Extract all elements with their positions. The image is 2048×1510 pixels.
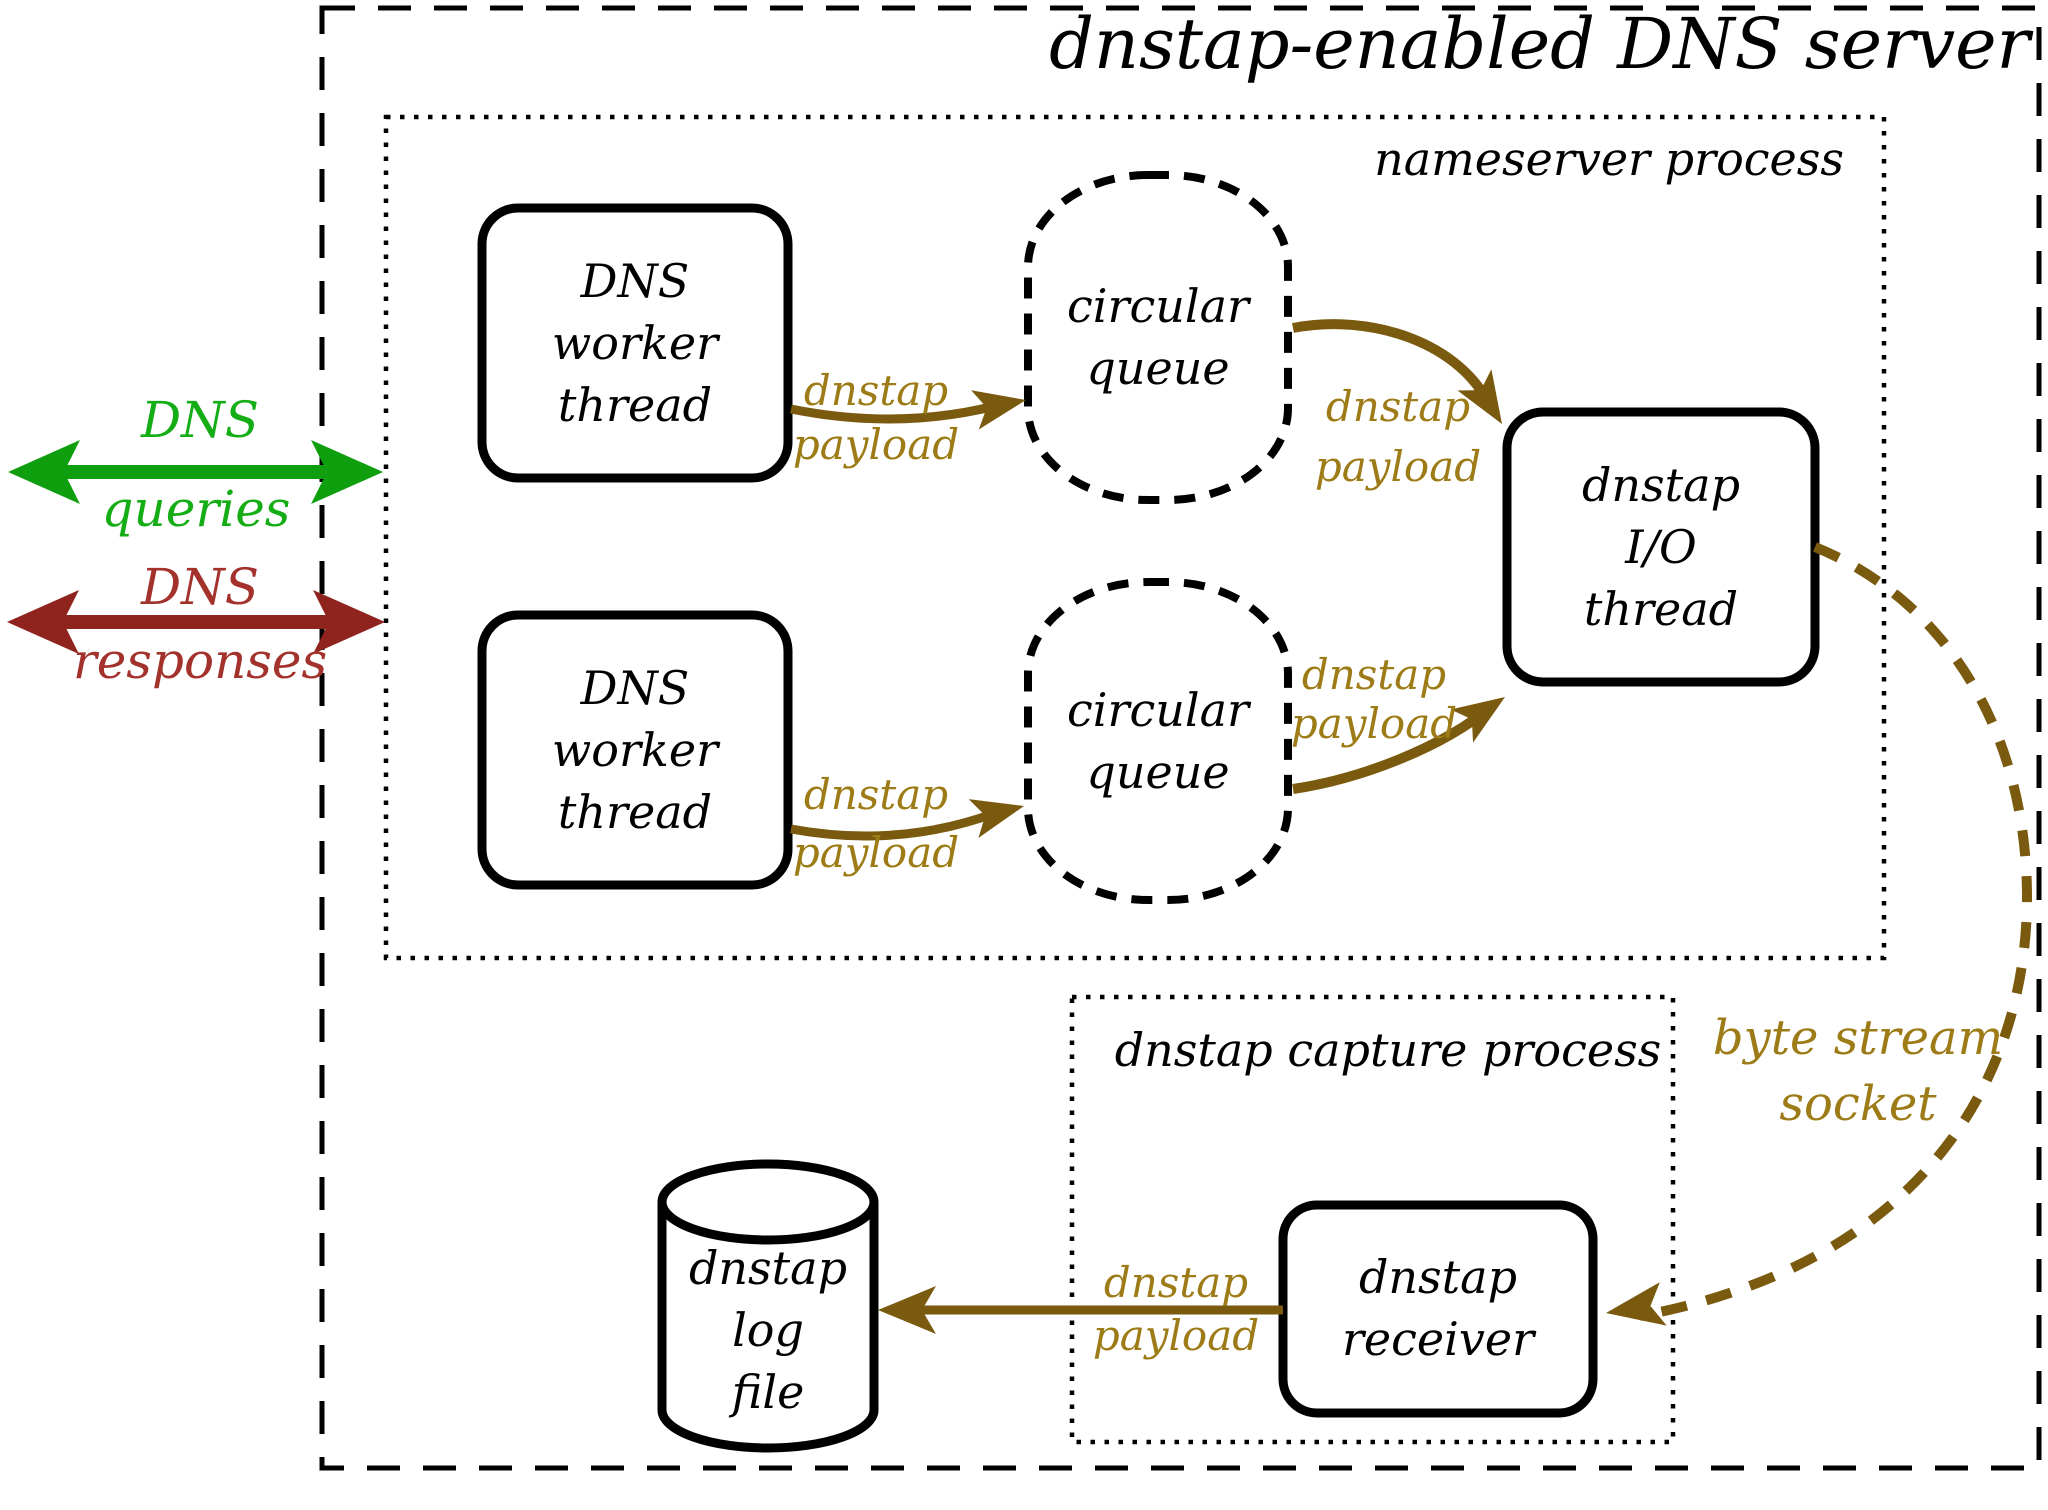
receiver-line1: dnstap <box>1358 1250 1518 1304</box>
payload-label-receiver-logfile: dnstap payload <box>1093 1256 1259 1362</box>
payload-arrows <box>790 319 1497 1315</box>
queue2-line1: circular <box>1067 683 1249 737</box>
receiver-label: dnstap receiver <box>1342 1246 1534 1370</box>
circular-queue-1-shape <box>1024 171 1292 504</box>
payload5-line1: dnstap <box>1103 1258 1249 1307</box>
payload3-line2: payload <box>792 828 960 877</box>
payload1-line1: dnstap <box>803 366 949 415</box>
arrow-queue1-io <box>1292 319 1497 413</box>
payload-label-worker1-queue1: dnstap payload <box>793 364 959 472</box>
payload5-line2: payload <box>1092 1311 1260 1360</box>
dns-responses-right-head <box>313 590 385 654</box>
nameserver-process-label: nameserver process <box>1374 132 1844 186</box>
worker1-line2: worker <box>551 316 719 370</box>
arrowhead-worker2-queue2 <box>968 799 1024 838</box>
diagram-title: dnstap-enabled DNS server <box>1049 3 2030 85</box>
payload-arrowheads <box>878 369 1505 1334</box>
arrowhead-byte-stream <box>1606 1282 1667 1326</box>
payload2-line1: dnstap <box>1325 382 1471 431</box>
payload4-line1: dnstap <box>1301 650 1447 699</box>
payload-label-queue1-io: dnstap payload <box>1315 377 1481 497</box>
byte-stream-socket-curve <box>1639 542 2033 1321</box>
log-file-cylinder-top <box>657 1159 879 1245</box>
io-line3: thread <box>1583 582 1739 636</box>
worker-thread-2-label: DNS worker thread <box>552 657 718 843</box>
dns-responses-left-head <box>7 590 79 654</box>
worker-thread-1-label: DNS worker thread <box>552 250 718 436</box>
arrowhead-queue1-io <box>1457 369 1502 424</box>
capture-process-label: dnstap capture process <box>1114 1023 1662 1077</box>
arrowhead-receiver-logfile <box>878 1286 936 1334</box>
payload3-line1: dnstap <box>803 770 949 819</box>
io-thread-label: dnstap I/O thread <box>1582 454 1740 640</box>
dns-responses-arrow <box>7 590 385 654</box>
dns-responses-label-line1: DNS <box>140 558 260 616</box>
worker-thread-1-box <box>477 203 793 483</box>
dns-queries-label-line1: DNS <box>140 391 260 449</box>
circular-queue-1-label: circular queue <box>1067 275 1249 399</box>
bytestream-line1: byte stream <box>1712 1010 2004 1066</box>
arrowhead-queue2-io <box>1450 697 1505 743</box>
circular-queue-2-shape <box>1024 578 1292 904</box>
byte-stream-socket-label: byte stream socket <box>1713 1005 2003 1137</box>
worker-thread-2-box <box>477 610 793 890</box>
payload2-line2: payload <box>1314 442 1482 491</box>
log-file-label: dnstap log file <box>689 1237 847 1423</box>
worker2-line1: DNS <box>580 661 690 715</box>
logfile-line3: file <box>731 1365 805 1419</box>
dns-responses-label-line2: responses <box>72 632 328 690</box>
queue1-line1: circular <box>1067 279 1249 333</box>
payload1-line2: payload <box>792 420 960 469</box>
worker2-line3: thread <box>557 785 713 839</box>
server-boundary-box <box>319 5 2042 1471</box>
receiver-line2: receiver <box>1341 1312 1535 1366</box>
log-file-cylinder-body <box>657 1202 879 1453</box>
arrow-worker1-queue1 <box>790 397 1012 424</box>
payload4-line2: payload <box>1290 699 1458 748</box>
dns-queries-label-line2: queries <box>101 480 291 538</box>
arrow-worker2-queue2 <box>790 803 1010 841</box>
arrowhead-worker1-queue1 <box>971 390 1026 430</box>
queue1-line2: queue <box>1086 341 1230 395</box>
worker1-line3: thread <box>557 378 713 432</box>
dns-queries-right-head <box>311 440 383 504</box>
dns-queries-left-head <box>8 440 80 504</box>
io-line1: dnstap <box>1581 458 1741 512</box>
bytestream-line2: socket <box>1779 1076 1937 1132</box>
worker2-line2: worker <box>551 723 719 777</box>
circular-queue-2-label: circular queue <box>1067 679 1249 803</box>
logfile-line2: log <box>732 1303 804 1357</box>
io-line2: I/O <box>1625 520 1697 574</box>
payload-label-worker2-queue2: dnstap payload <box>793 766 959 882</box>
worker1-line1: DNS <box>580 254 690 308</box>
dns-queries-arrow <box>8 440 383 504</box>
capture-process-box <box>1069 994 1676 1445</box>
payload-label-queue2-io: dnstap payload <box>1291 650 1457 748</box>
logfile-line1: dnstap <box>688 1241 848 1295</box>
nameserver-process-box <box>383 114 1887 961</box>
queue2-line2: queue <box>1086 745 1230 799</box>
